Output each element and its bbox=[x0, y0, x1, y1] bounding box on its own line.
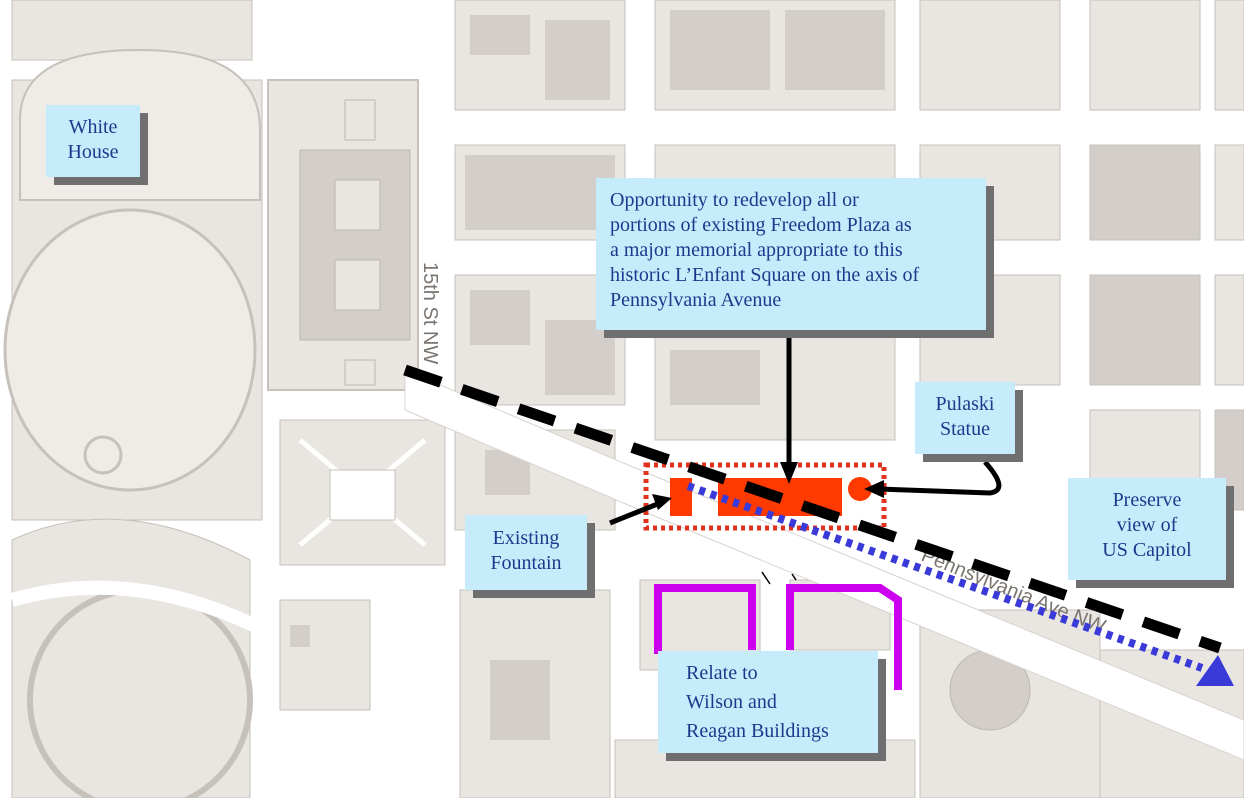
capitol-view-arrowhead bbox=[1196, 655, 1234, 686]
pulaski-arrow-line bbox=[879, 460, 1002, 496]
callout-line: a major memorial appropriate to this bbox=[610, 239, 903, 261]
callout-line: Fountain bbox=[490, 552, 562, 574]
fountain-arrow-line bbox=[609, 500, 661, 526]
callout-line: Relate to bbox=[686, 662, 758, 684]
callout-white-house: White House bbox=[46, 105, 148, 185]
callout-line: portions of existing Freedom Plaza as bbox=[610, 214, 912, 236]
street-label-15th: 15th St NW bbox=[419, 262, 441, 364]
callout-line: House bbox=[67, 141, 119, 163]
reagan-building-outline bbox=[786, 584, 902, 690]
callout-line: Pennsylvania Avenue bbox=[610, 289, 782, 311]
wilson-building-outline bbox=[654, 584, 756, 654]
callout-opportunity: Opportunity to redevelop all or portions… bbox=[596, 178, 994, 338]
callout-line: Preserve bbox=[1112, 489, 1182, 511]
pennsylvania-axis-dashed bbox=[403, 364, 1222, 654]
callout-line: Pulaski bbox=[935, 393, 995, 415]
fountain-arrowhead bbox=[652, 494, 672, 510]
callout-pulaski: Pulaski Statue bbox=[915, 382, 1023, 462]
freedom-plaza-boundary bbox=[643, 462, 887, 531]
sherman-park bbox=[279, 419, 446, 711]
pulaski-arrowhead bbox=[864, 480, 884, 498]
pennsylvania-ave-road bbox=[404, 369, 1244, 761]
callout-line: view of bbox=[1116, 514, 1178, 536]
callout-box: Existing Fountain bbox=[465, 515, 587, 590]
callout-line: Existing bbox=[492, 527, 560, 549]
callout-line: Reagan Buildings bbox=[686, 720, 829, 742]
callout-line: Opportunity to redevelop all or bbox=[610, 189, 859, 211]
treasury-building bbox=[267, 79, 419, 391]
tick-mark bbox=[761, 571, 797, 585]
pulaski-statue-marker bbox=[848, 477, 872, 501]
existing-fountain-marker bbox=[670, 478, 692, 516]
callout-box: Relate to Wilson and Reagan Buildings bbox=[658, 651, 878, 753]
callout-relate: Relate to Wilson and Reagan Buildings bbox=[658, 651, 886, 761]
callout-preserve-view: Preserve view of US Capitol bbox=[1068, 478, 1234, 588]
callout-box: Preserve view of US Capitol bbox=[1068, 478, 1226, 580]
opportunity-arrowhead bbox=[780, 462, 798, 484]
callout-line: Statue bbox=[940, 418, 990, 440]
callout-line: Wilson and bbox=[686, 691, 777, 713]
callout-line: US Capitol bbox=[1102, 539, 1192, 561]
callout-line: White bbox=[68, 116, 118, 138]
callout-existing-fountain: Existing Fountain bbox=[465, 515, 595, 598]
callout-box: Opportunity to redevelop all or portions… bbox=[596, 178, 986, 330]
callout-box: Pulaski Statue bbox=[915, 382, 1015, 454]
callout-line: historic L’Enfant Square on the axis of bbox=[610, 264, 920, 286]
callout-box: White House bbox=[46, 105, 140, 177]
